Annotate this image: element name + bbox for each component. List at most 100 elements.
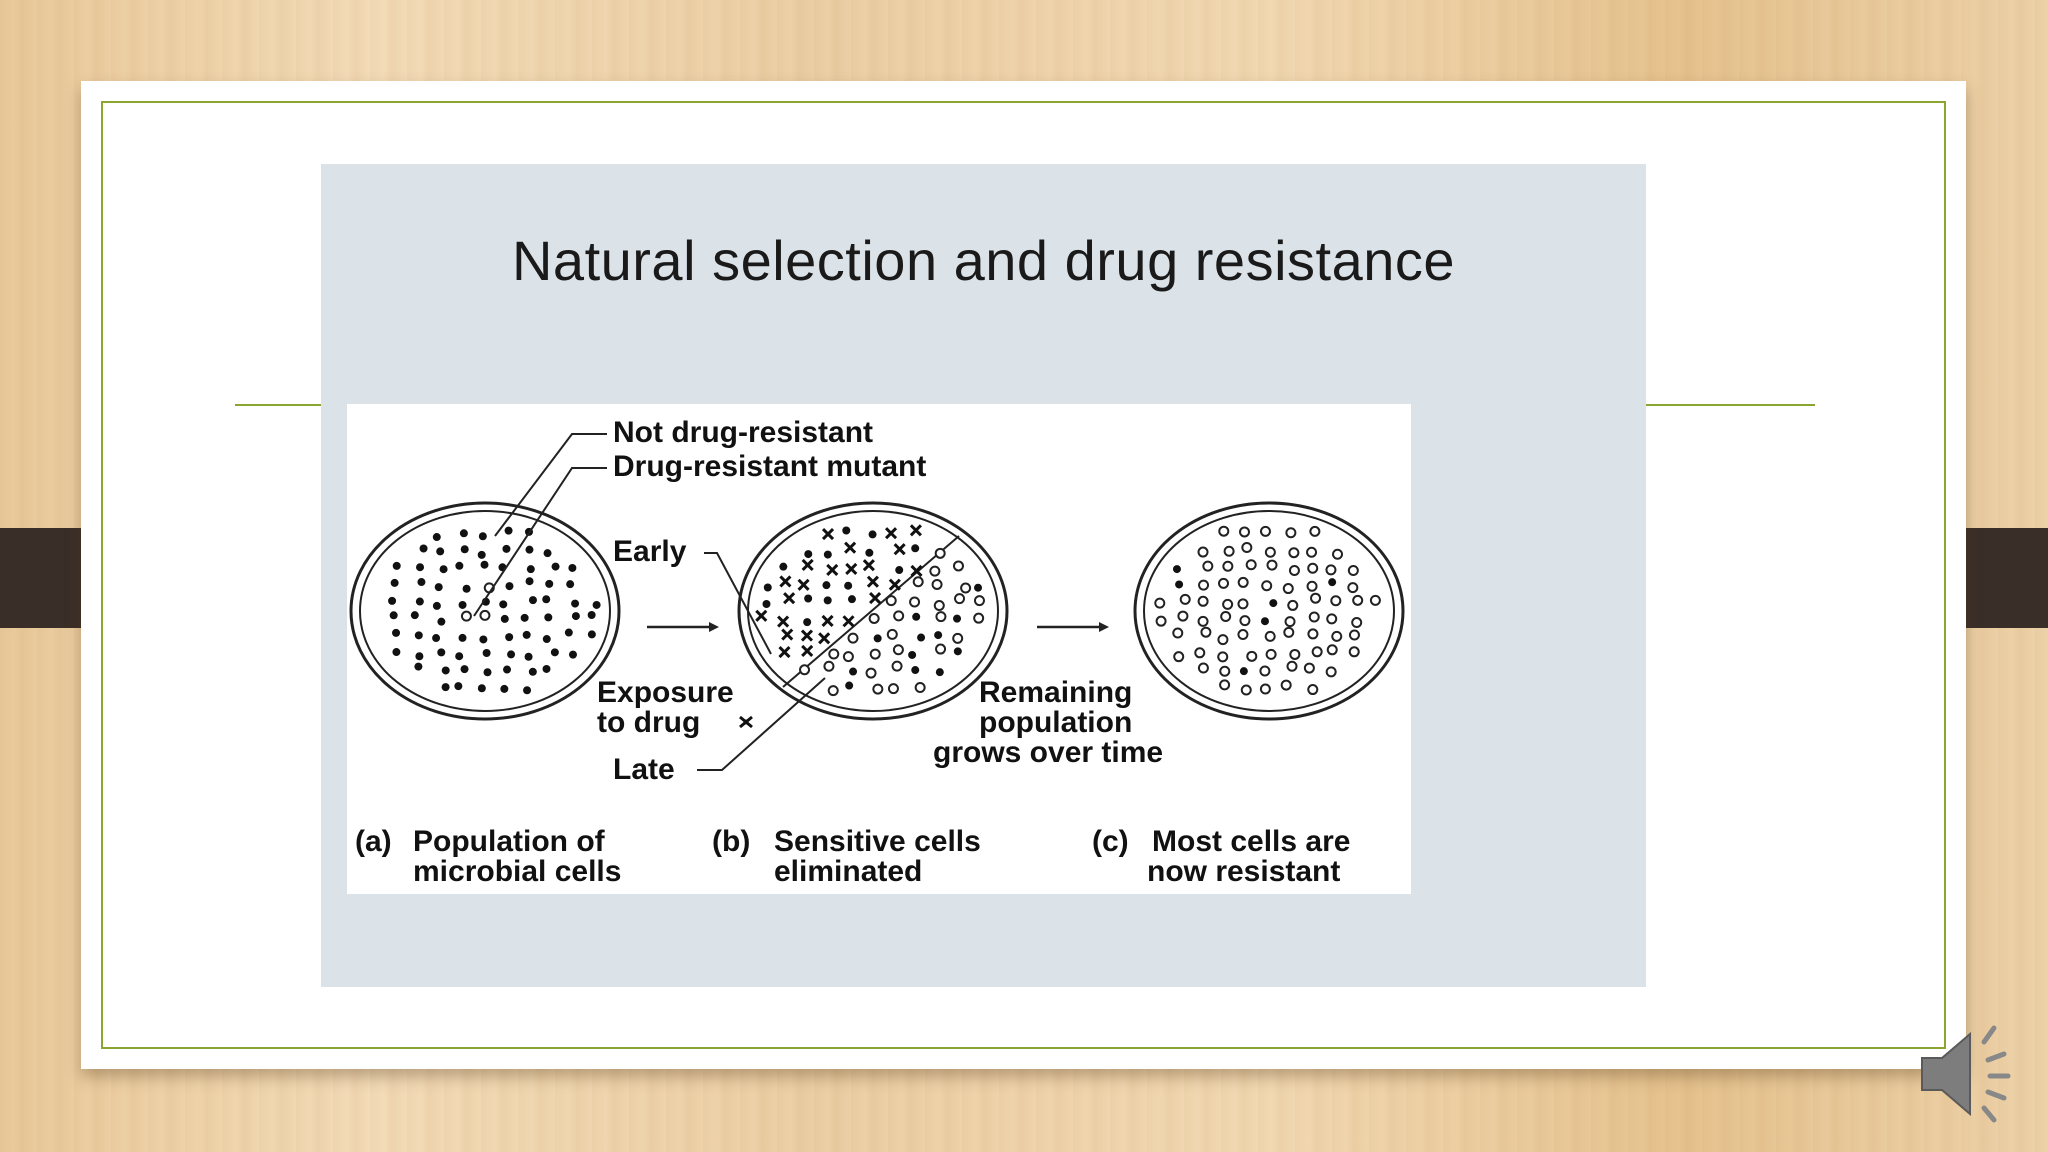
sensitive-cell [525, 545, 534, 554]
sensitive-cell [499, 600, 508, 609]
resistant-cell [1173, 651, 1185, 663]
resistant-cell [1245, 559, 1257, 571]
resistant-cell [885, 595, 897, 607]
resistant-cell [1239, 615, 1251, 627]
resistant-cell [869, 648, 881, 660]
dead-cell [755, 609, 768, 622]
resistant-cell [1259, 525, 1271, 537]
arrow-b-to-c [1037, 622, 1109, 632]
resistant-cell [1326, 613, 1338, 625]
resistant-cell [1331, 630, 1343, 642]
sensitive-cell [566, 580, 575, 589]
resistant-cell [1285, 527, 1297, 539]
sensitive-cell [1260, 617, 1269, 626]
resistant-cell [1237, 576, 1249, 588]
resistant-cell [1259, 665, 1271, 677]
caption-b-line1: Sensitive cells [774, 825, 981, 858]
dead-cell [826, 563, 839, 577]
sensitive-cell [587, 630, 596, 639]
sensitive-cell [478, 532, 487, 541]
dish-b [737, 501, 1009, 721]
sensitive-cell [1172, 565, 1181, 574]
sensitive-cell [441, 683, 450, 692]
sensitive-cell [844, 581, 853, 590]
resistant-cell [1280, 679, 1292, 691]
dead-cell [893, 543, 906, 556]
dead-cell [862, 559, 875, 572]
resistant-cell [479, 609, 491, 621]
resistant-cell [1179, 593, 1191, 605]
dead-cell [801, 558, 814, 572]
resistant-cell [1223, 545, 1235, 557]
resistant-cell [1154, 597, 1166, 609]
sensitive-cell [804, 594, 813, 603]
resistant-cell [1310, 592, 1322, 604]
label-late: Late [613, 753, 675, 786]
sensitive-cell [953, 614, 962, 623]
resistant-cell [1332, 548, 1344, 560]
sensitive-cell [542, 664, 551, 673]
resistant-cell [1330, 595, 1342, 607]
label-exposure: Exposure [597, 676, 734, 709]
resistant-cell [1261, 580, 1273, 592]
sensitive-cell [571, 612, 580, 621]
sensitive-cell [458, 633, 467, 642]
resistant-cell [886, 628, 898, 640]
resistant-cell [1177, 610, 1189, 622]
resistant-cell [1197, 615, 1209, 627]
dead-cell [845, 562, 858, 575]
resistant-cell [1246, 650, 1258, 662]
sensitive-cell [389, 611, 398, 620]
sensitive-cell [1269, 599, 1278, 608]
sensitive-cell [803, 618, 812, 627]
resistant-cell [1198, 579, 1210, 591]
sensitive-cell [432, 634, 441, 643]
sensitive-cell [934, 631, 943, 640]
resistant-cell [1237, 629, 1249, 641]
drug-symbol-icon [739, 715, 753, 729]
sensitive-cell [845, 681, 854, 690]
resistant-cell [1264, 546, 1276, 558]
sensitive-cell [895, 566, 904, 575]
dead-cell [866, 575, 879, 588]
sensitive-cell [392, 648, 401, 657]
sensitive-cell [417, 578, 426, 587]
resistant-cell [935, 643, 947, 655]
leader-early [704, 552, 772, 655]
label-resistant-mutant: Drug-resistant mutant [613, 450, 926, 483]
sensitive-cell [458, 600, 467, 609]
resistant-cell [1351, 617, 1363, 629]
resistant-cell [1222, 598, 1234, 610]
sensitive-cell [911, 544, 920, 553]
dead-cell [844, 541, 857, 554]
resistant-cell [1220, 610, 1232, 622]
sensitive-cell [419, 544, 428, 553]
resistant-cell [1240, 684, 1252, 696]
sensitive-cell [568, 563, 577, 572]
sensitive-cell [551, 562, 560, 571]
label-to-drug: to drug [597, 706, 700, 739]
dead-cell [800, 629, 814, 642]
speaker-volume-icon[interactable] [1918, 1024, 2022, 1129]
resistant-cell [872, 683, 884, 695]
sensitive-cell [868, 530, 877, 539]
sensitive-cell [592, 600, 601, 609]
resistant-cell [1288, 547, 1300, 559]
sensitive-cell [523, 686, 532, 695]
title-rule-right [1645, 404, 1815, 406]
resistant-cell [842, 651, 854, 663]
caption-a-line2: microbial cells [413, 855, 621, 888]
sensitive-cell [804, 550, 813, 559]
resistant-cell [1325, 666, 1337, 678]
sensitive-cell [822, 581, 831, 590]
dead-cell [781, 628, 794, 641]
sensitive-cell [935, 668, 944, 677]
sensitive-cell [437, 617, 446, 626]
resistant-cell [1202, 560, 1214, 572]
sensitive-cell [503, 665, 512, 674]
resistant-cell [935, 611, 947, 623]
sensitive-cell [390, 578, 399, 587]
resistant-cell [460, 610, 472, 622]
label-early: Early [613, 535, 687, 568]
resistant-cell [973, 595, 985, 607]
